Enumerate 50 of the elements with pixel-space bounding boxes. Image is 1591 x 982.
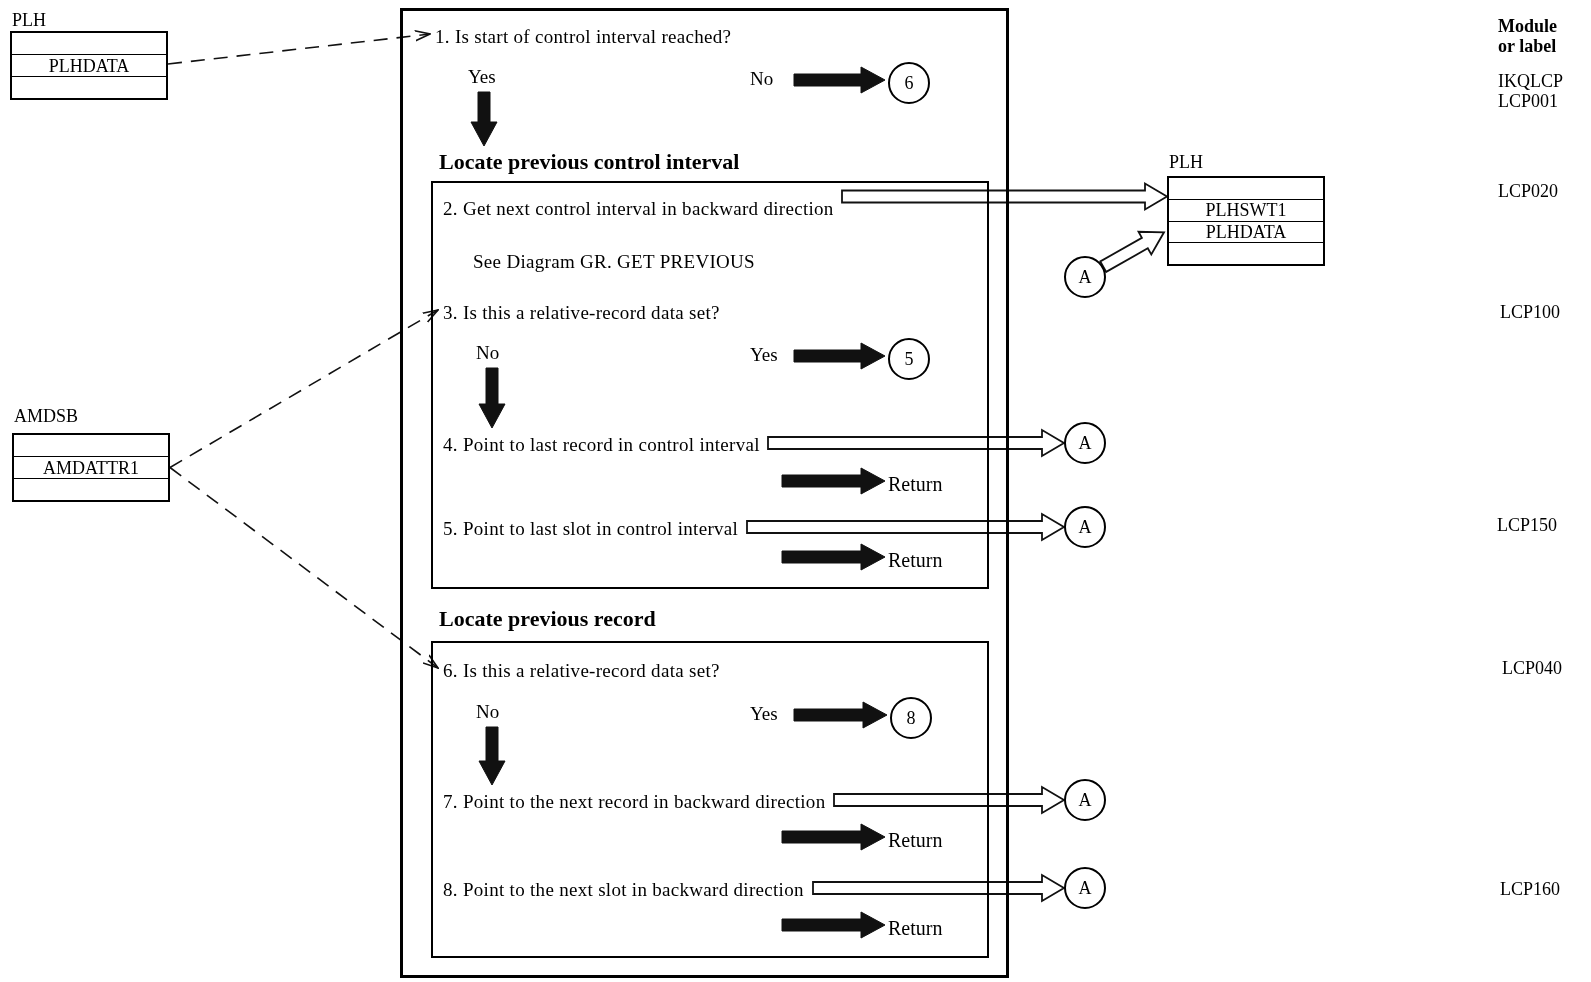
block-arrow [478,726,506,786]
dashed-arrow [167,29,431,65]
dashed-arrow [169,466,439,669]
field-name: AMDATTR1 [43,457,139,478]
block-arrow [793,342,886,370]
process-frame [400,8,1009,978]
block-arrow [793,701,888,729]
return-label: Return [888,827,962,853]
block-arrow [478,367,506,429]
block-name: AMDSB [14,406,79,426]
section-heading: Locate previous control interval [439,149,740,175]
field-name: PLHSWT1 [1205,200,1287,221]
block-arrow [781,543,886,571]
decision-text: 3. Is this a relative-record data set? [443,301,720,325]
hollow-arrow [841,181,1169,212]
section-heading: Locate previous record [439,606,656,632]
block-arrow [781,467,886,495]
block-arrow [470,91,498,147]
dashed-arrow [169,309,439,469]
hollow-arrow [767,428,1066,458]
module-label: LCP160 [1500,879,1560,899]
return-label: Return [888,547,962,573]
hollow-arrow [746,512,1066,542]
return-label: Return [888,471,962,497]
decision-text: 6. Is this a relative-record data set? [443,659,720,683]
block-arrow [781,911,886,939]
module-label: IKQLCP [1498,71,1563,91]
hollow-arrow [833,785,1066,815]
step-text: 8. Point to the next slot in backward direction [443,878,804,902]
step-text: 2. Get next control interval in backward direction [443,197,834,221]
block-arrow [781,823,886,851]
field-name: PLHDATA [1205,221,1287,242]
column-heading: Module or label [1498,16,1558,56]
step-text: 4. Point to last record in control interval [443,433,760,457]
decision-text: 1. Is start of control interval reached? [435,25,732,49]
hollow-arrow [1099,230,1166,274]
module-label: LCP020 [1498,181,1558,201]
step-text: 7. Point to the next record in backward direction [443,790,826,814]
hollow-arrow [812,873,1066,903]
block-arrow [793,66,886,94]
return-label: Return [888,915,962,941]
module-label: LCP150 [1497,515,1557,535]
module-label: LCP100 [1500,302,1560,322]
step-text: 5. Point to last slot in control interval [443,517,739,541]
field-name: PLHDATA [48,55,130,76]
block-name: PLH [12,10,46,30]
block-name: PLH [1169,152,1203,172]
module-label: LCP040 [1502,658,1562,678]
step-text: See Diagram GR. GET PREVIOUS [473,250,755,274]
module-label: LCP001 [1498,91,1558,111]
